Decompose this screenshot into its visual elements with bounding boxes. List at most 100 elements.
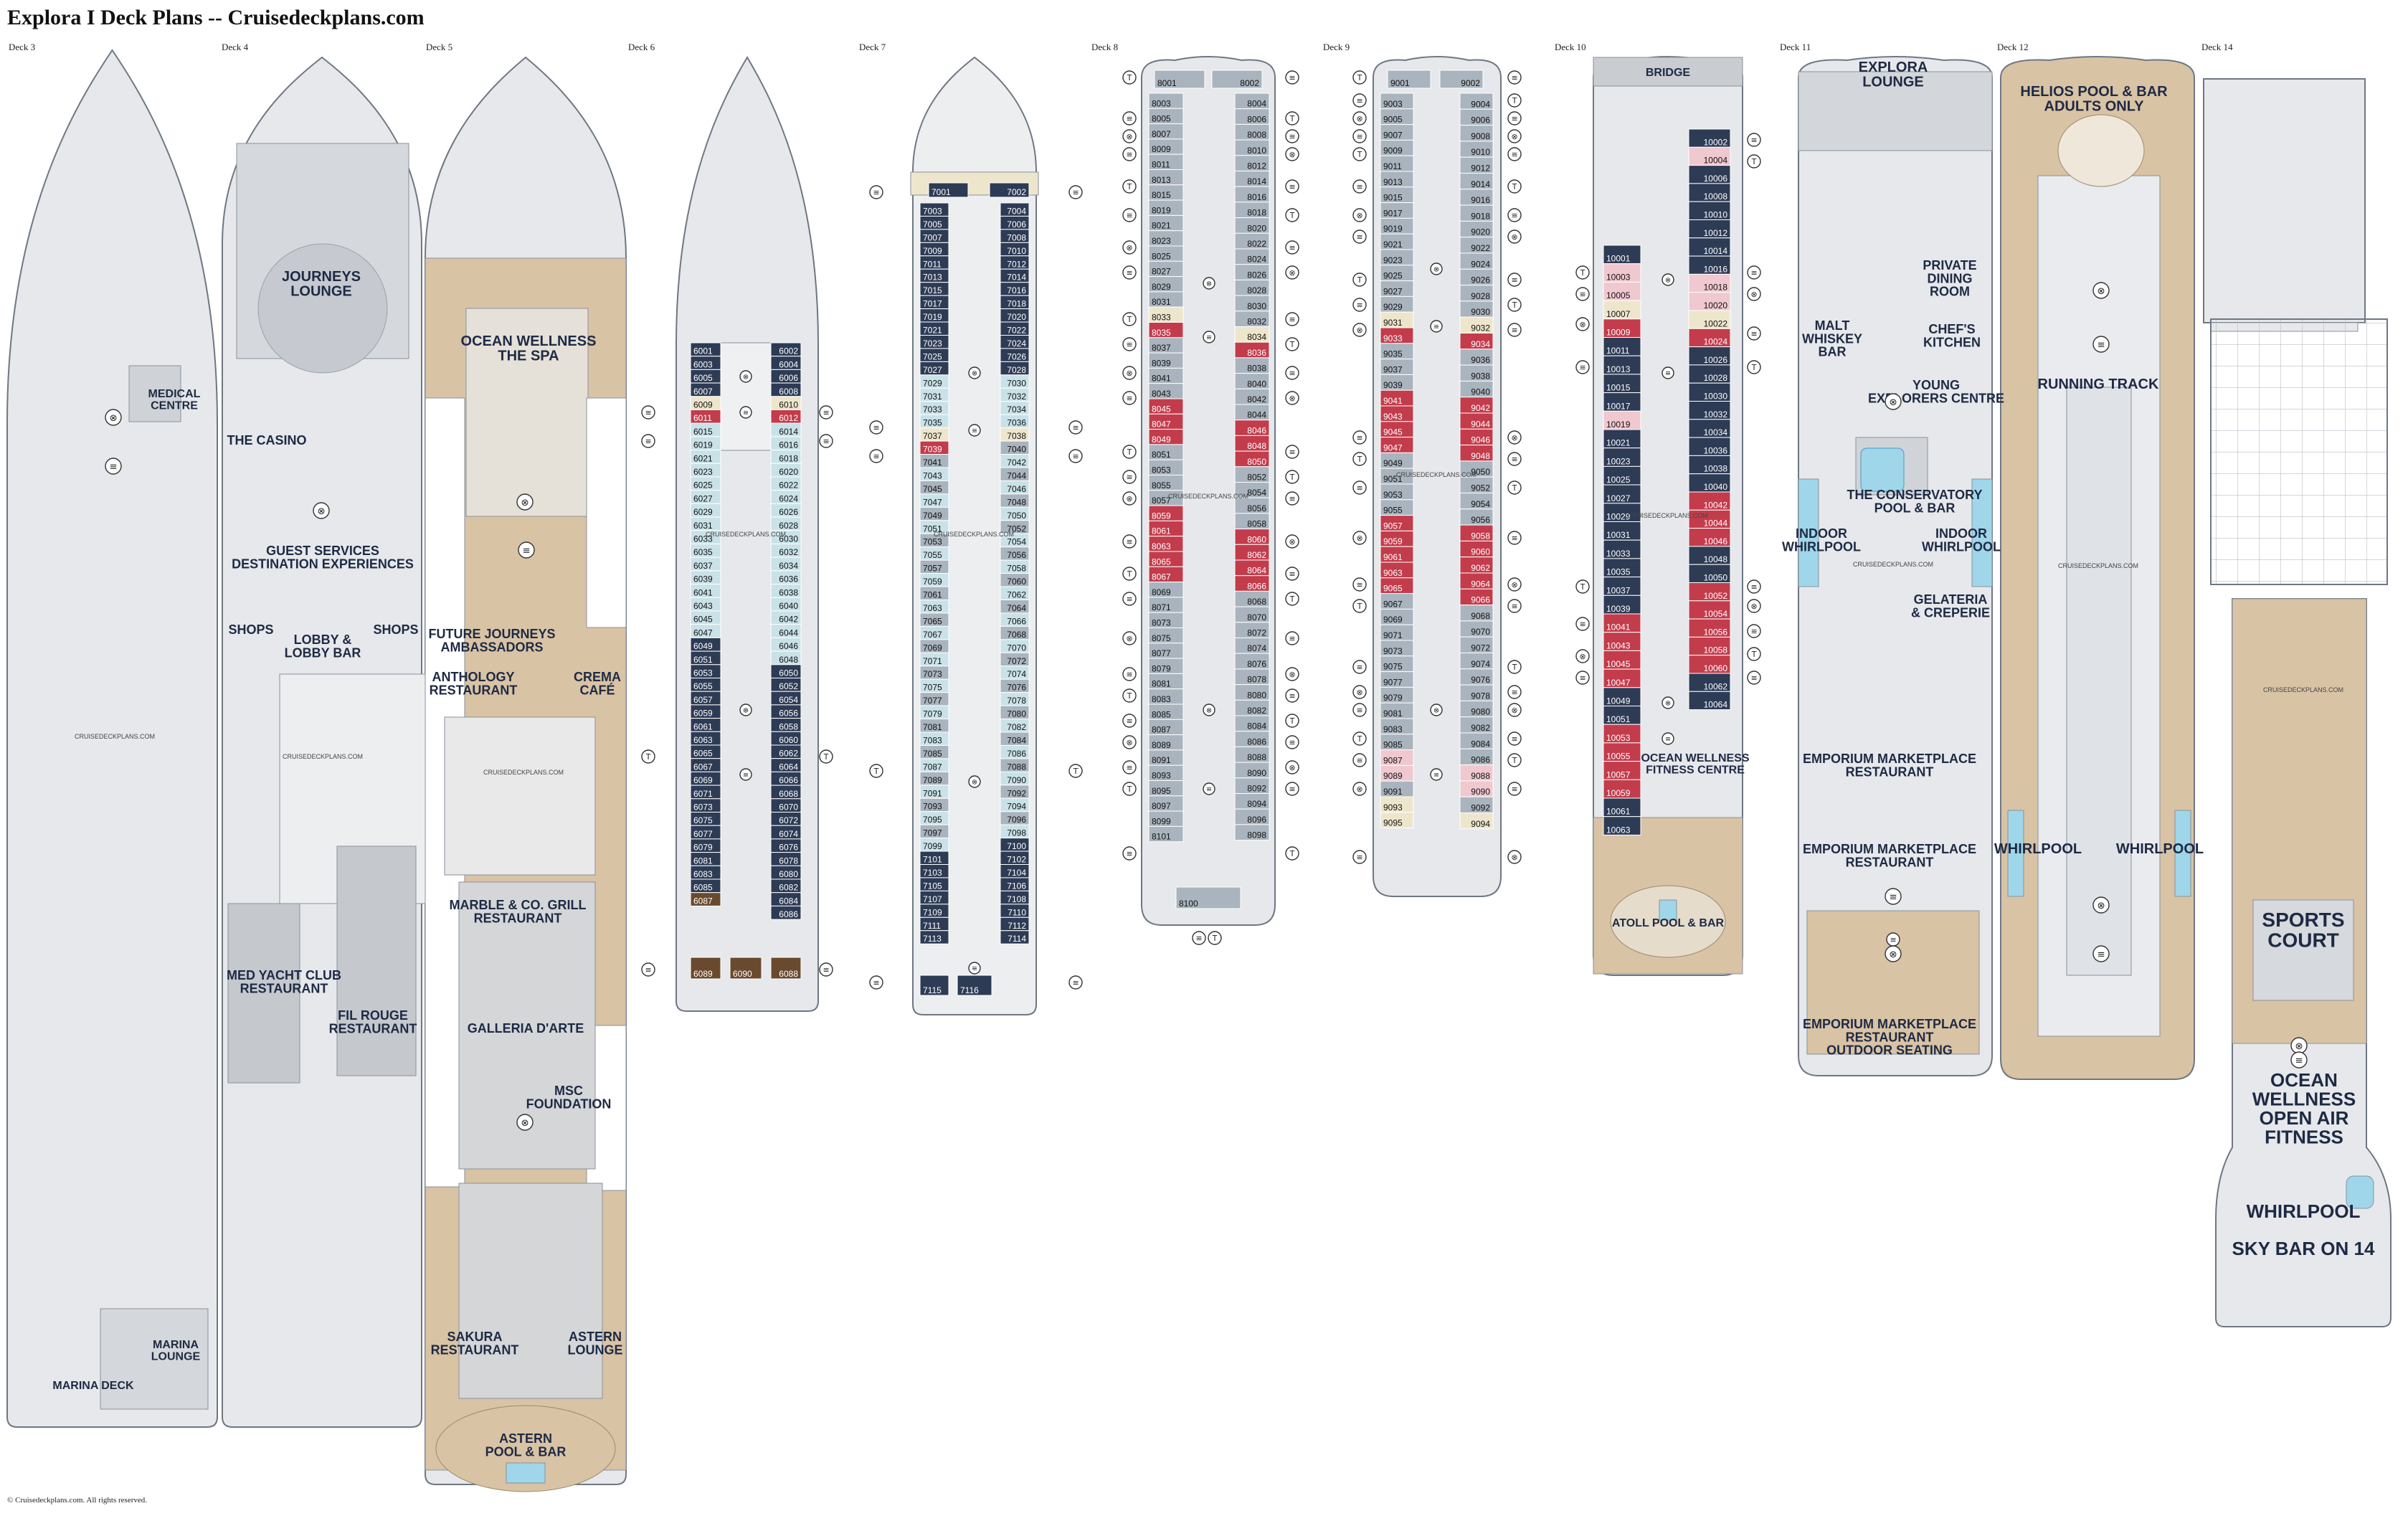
icon-glyph: ≡: [1126, 537, 1132, 546]
cabin-number: 8015: [1152, 190, 1171, 200]
cabin: 10014: [1688, 237, 1731, 257]
lift-icon: ⊗: [1507, 703, 1522, 717]
icon-ring: [516, 493, 534, 511]
icon-ring: [1285, 735, 1299, 749]
cabin-number: 9049: [1383, 458, 1403, 468]
cabin-number: 6006: [779, 373, 798, 383]
cabin: 7009: [919, 242, 949, 257]
cabin: 9031: [1380, 311, 1414, 328]
icon-glyph: ⊗: [1665, 277, 1671, 285]
stairs-icon: ≡: [1122, 147, 1137, 161]
icon-glyph: ⊗: [1511, 580, 1517, 589]
icon-ring: [1122, 265, 1137, 280]
cabin-number: 8064: [1247, 566, 1266, 576]
lift-icon: ⊗: [1352, 782, 1367, 796]
cabin-number: 6037: [693, 561, 713, 571]
cabin: 6037: [690, 556, 721, 572]
cabin-number: 7011: [923, 259, 942, 269]
toilet-icon: T: [1122, 445, 1137, 459]
icon-ring: [641, 962, 655, 977]
cabin: 7072: [1000, 652, 1030, 667]
icon-glyph: ⊗: [1665, 700, 1671, 708]
cabin: 7092: [1000, 785, 1030, 799]
cabin: 9049: [1380, 452, 1414, 469]
cabin-number: 6012: [779, 413, 798, 423]
cabin-number: 7013: [923, 273, 942, 283]
cabin-number: 7004: [1007, 206, 1026, 216]
cabin-number: 8010: [1247, 146, 1266, 156]
cabin-number: 6070: [779, 802, 798, 813]
icon-ring: [1507, 208, 1522, 222]
cabin: 8041: [1148, 367, 1184, 384]
cabin: 8075: [1148, 627, 1184, 644]
cabin: 7104: [1000, 864, 1030, 878]
cabin: 10004: [1688, 146, 1731, 166]
icon-ring: [1352, 660, 1367, 674]
icon-glyph: T: [1580, 582, 1585, 592]
cabin-number: 10050: [1704, 573, 1728, 583]
sports-court: [2252, 899, 2354, 1001]
cabin: 7098: [1000, 824, 1030, 839]
cabin-number: 10016: [1704, 264, 1728, 274]
cabin-number: 6087: [693, 896, 713, 906]
cabin-number: 7051: [923, 524, 942, 534]
cabin: 8028: [1234, 279, 1270, 296]
icon-glyph: ⊗: [1126, 132, 1132, 141]
stairs-icon: ≡: [1285, 567, 1299, 581]
cabin: 8006: [1234, 108, 1270, 125]
icon-glyph: ⊗: [1889, 397, 1897, 408]
cabin-number: 9087: [1383, 755, 1403, 765]
cabin: 7038: [1000, 427, 1030, 442]
cabin: 10043: [1603, 632, 1641, 651]
cabin-number: 9032: [1471, 323, 1490, 333]
icon-ring: [1122, 760, 1137, 774]
sky-bar-label: SKY BAR ON 14: [2232, 1238, 2375, 1259]
cabin-number: 7103: [923, 868, 942, 878]
cabin-number: 8085: [1152, 709, 1171, 719]
cabin: 9087: [1380, 749, 1414, 766]
cabin-number: 10043: [1606, 640, 1631, 650]
cabin: 9030: [1459, 300, 1494, 318]
cabin: 9004: [1459, 93, 1494, 110]
cabin-number: 10001: [1606, 254, 1631, 264]
icon-ring: [819, 434, 833, 448]
icon-ring: [819, 962, 833, 977]
lift-icon: ⊗: [516, 1114, 534, 1131]
cabin-number: 6033: [693, 534, 713, 544]
cabin-number: 7067: [923, 630, 942, 640]
icon-glyph: ⊗: [1289, 394, 1295, 403]
cabin-number: 7049: [923, 511, 942, 521]
icon-ring: [1285, 846, 1299, 861]
cabin: 10064: [1688, 691, 1731, 711]
icon-ring: [105, 409, 122, 426]
cabin-number: 9018: [1471, 211, 1490, 221]
icon-glyph: ⊗: [317, 506, 325, 517]
cabin: 7024: [1000, 335, 1030, 349]
cabin: 6055: [690, 678, 721, 692]
icon-ring: [968, 424, 981, 437]
stairs-icon: ≡: [1122, 470, 1137, 484]
cabin-number: 10041: [1606, 622, 1631, 633]
cabin-number: 10018: [1704, 283, 1728, 293]
stairs-icon: ≡: [1507, 531, 1522, 545]
page-title: Explora I Deck Plans -- Cruisedeckplans.…: [7, 6, 425, 29]
cabin-number: 7066: [1007, 616, 1026, 626]
cabin: 8081: [1148, 673, 1184, 690]
cabin-number: 10035: [1606, 567, 1631, 577]
cabin-cell: [1603, 613, 1641, 633]
icon-glyph: ⊗: [1356, 534, 1362, 543]
cabin: 9027: [1380, 280, 1414, 297]
icon-glyph: ⊗: [1579, 652, 1585, 661]
cabin-number: 8040: [1247, 379, 1266, 389]
cabin-number: 8071: [1152, 602, 1171, 612]
cabin: 7099: [919, 838, 949, 852]
atoll-pool: [1659, 899, 1677, 921]
cabin: 6040: [770, 597, 802, 612]
cabin-number: 7015: [923, 285, 942, 295]
cabin: 7108: [1000, 890, 1030, 905]
cabin: 6042: [770, 610, 802, 625]
